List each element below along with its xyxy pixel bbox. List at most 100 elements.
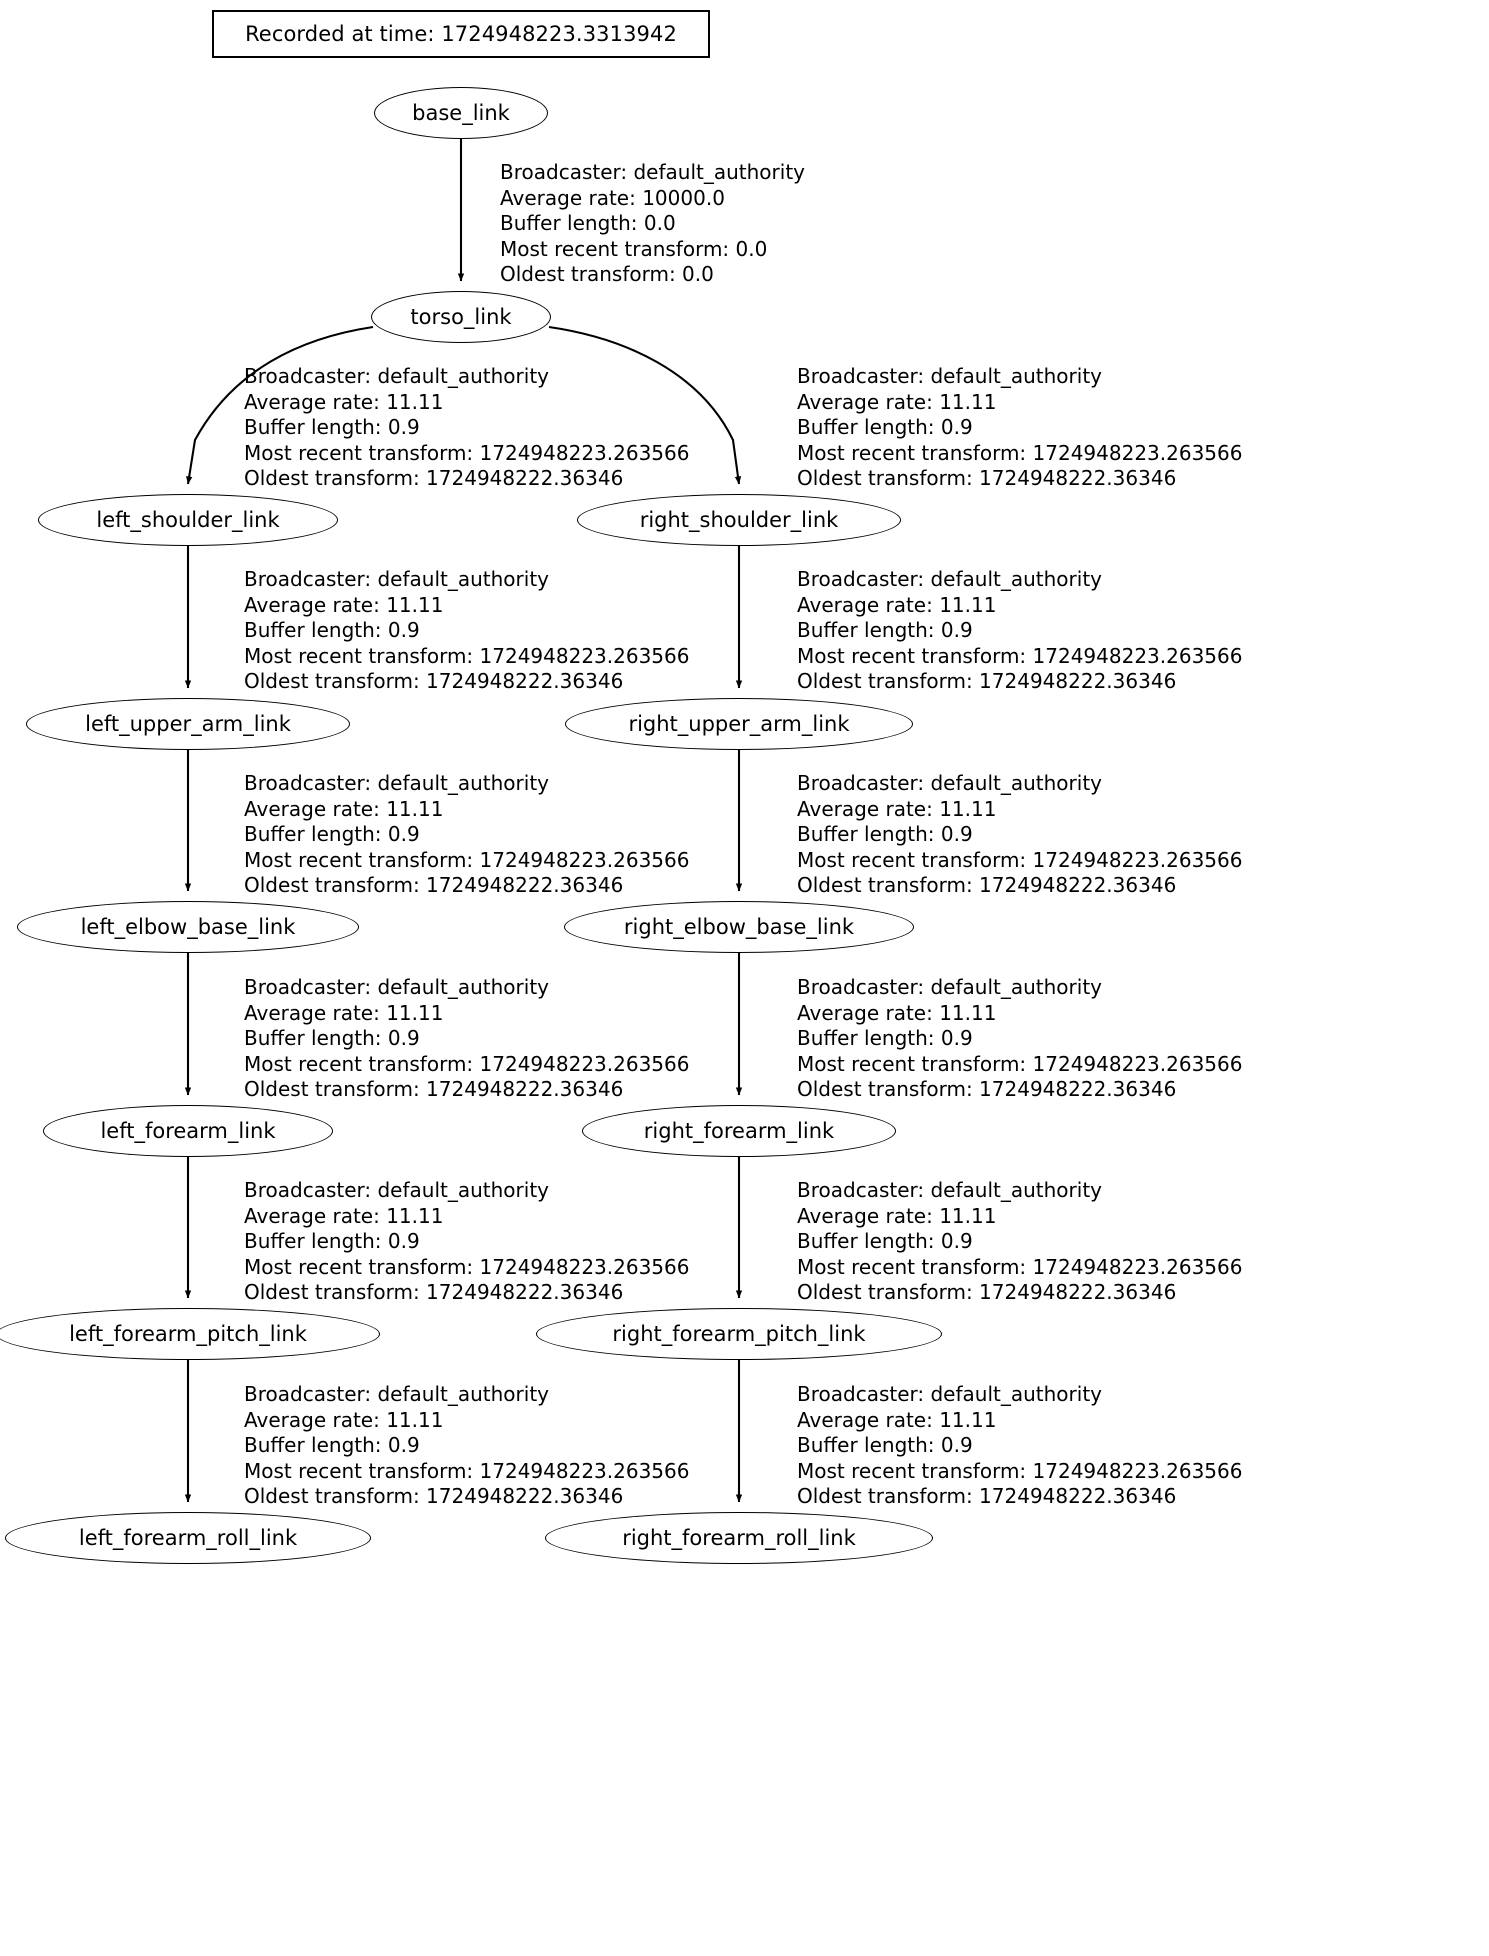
edge-most-recent-transform: Most recent transform: 1724948223.263566 xyxy=(797,643,1243,668)
edge-broadcaster: Broadcaster: default_authority xyxy=(244,771,549,795)
edge-average-rate: Average rate: 11.11 xyxy=(244,796,444,821)
edge-average-rate: Average rate: 11.11 xyxy=(244,592,444,617)
edge-oldest-transform: Oldest transform: 1724948222.36346 xyxy=(244,1077,624,1101)
node-label: right_elbow_base_link xyxy=(623,915,855,939)
edge-broadcaster: Broadcaster: default_authority xyxy=(797,771,1102,795)
node-base_link[interactable]: base_link xyxy=(374,87,548,139)
node-left_elbow_base_link[interactable]: left_elbow_base_link xyxy=(17,901,359,953)
edge-most-recent-transform: Most recent transform: 1724948223.263566 xyxy=(244,440,690,465)
edge-oldest-transform: Oldest transform: 1724948222.36346 xyxy=(797,1077,1177,1101)
edge-most-recent-transform: Most recent transform: 1724948223.263566 xyxy=(797,1051,1243,1076)
edge-most-recent-transform: Most recent transform: 1724948223.263566 xyxy=(797,847,1243,872)
edge-label-left_forearm_link-left_forearm_pitch_link: Broadcaster: default_authority Average r… xyxy=(244,1178,689,1306)
node-right_elbow_base_link[interactable]: right_elbow_base_link xyxy=(564,901,914,953)
edge-broadcaster: Broadcaster: default_authority xyxy=(244,364,549,388)
node-right_forearm_link[interactable]: right_forearm_link xyxy=(582,1105,896,1157)
edge-broadcaster: Broadcaster: default_authority xyxy=(797,567,1102,591)
edge-label-right_elbow_base_link-right_forearm_link: Broadcaster: default_authority Average r… xyxy=(797,975,1242,1103)
edge-most-recent-transform: Most recent transform: 1724948223.263566 xyxy=(797,1458,1243,1483)
edge-buffer-length: Buffer length: 0.9 xyxy=(797,1026,973,1050)
edge-most-recent-transform: Most recent transform: 1724948223.263566 xyxy=(244,1254,690,1279)
node-left_shoulder_link[interactable]: left_shoulder_link xyxy=(38,494,338,546)
edge-label-left_elbow_base_link-left_forearm_link: Broadcaster: default_authority Average r… xyxy=(244,975,689,1103)
edge-most-recent-transform: Most recent transform: 0.0 xyxy=(500,236,768,261)
node-left_forearm_link[interactable]: left_forearm_link xyxy=(43,1105,333,1157)
edge-broadcaster: Broadcaster: default_authority xyxy=(797,1382,1102,1406)
edge-broadcaster: Broadcaster: default_authority xyxy=(797,364,1102,388)
edge-label-left_upper_arm_link-left_elbow_base_link: Broadcaster: default_authority Average r… xyxy=(244,771,689,899)
edge-buffer-length: Buffer length: 0.0 xyxy=(500,211,676,235)
edge-oldest-transform: Oldest transform: 1724948222.36346 xyxy=(797,669,1177,693)
edge-most-recent-transform: Most recent transform: 1724948223.263566 xyxy=(797,440,1243,465)
node-right_upper_arm_link[interactable]: right_upper_arm_link xyxy=(565,698,913,750)
edge-oldest-transform: Oldest transform: 1724948222.36346 xyxy=(244,669,624,693)
edge-oldest-transform: Oldest transform: 1724948222.36346 xyxy=(797,1280,1177,1304)
node-label: left_forearm_pitch_link xyxy=(69,1322,307,1346)
edge-average-rate: Average rate: 11.11 xyxy=(244,389,444,414)
edge-label-torso_link-right_shoulder_link: Broadcaster: default_authority Average r… xyxy=(797,364,1242,492)
edge-broadcaster: Broadcaster: default_authority xyxy=(244,1382,549,1406)
node-label: right_shoulder_link xyxy=(639,508,839,532)
edge-broadcaster: Broadcaster: default_authority xyxy=(244,1178,549,1202)
node-label: left_upper_arm_link xyxy=(85,712,291,736)
edge-label-torso_link-left_shoulder_link: Broadcaster: default_authority Average r… xyxy=(244,364,689,492)
edge-broadcaster: Broadcaster: default_authority xyxy=(244,567,549,591)
edge-average-rate: Average rate: 11.11 xyxy=(797,389,997,414)
edge-label-right_upper_arm_link-right_elbow_base_link: Broadcaster: default_authority Average r… xyxy=(797,771,1242,899)
node-right_forearm_pitch_link[interactable]: right_forearm_pitch_link xyxy=(536,1308,942,1360)
edge-oldest-transform: Oldest transform: 1724948222.36346 xyxy=(244,873,624,897)
recorded-at-time-box: Recorded at time: 1724948223.3313942 xyxy=(212,10,710,58)
edge-average-rate: Average rate: 11.11 xyxy=(797,1203,997,1228)
node-left_forearm_roll_link[interactable]: left_forearm_roll_link xyxy=(5,1512,371,1564)
node-label: torso_link xyxy=(410,305,512,329)
edge-buffer-length: Buffer length: 0.9 xyxy=(797,618,973,642)
node-right_forearm_roll_link[interactable]: right_forearm_roll_link xyxy=(545,1512,933,1564)
edge-average-rate: Average rate: 11.11 xyxy=(797,592,997,617)
edge-oldest-transform: Oldest transform: 1724948222.36346 xyxy=(797,466,1177,490)
edge-oldest-transform: Oldest transform: 1724948222.36346 xyxy=(244,466,624,490)
edge-label-right_shoulder_link-right_upper_arm_link: Broadcaster: default_authority Average r… xyxy=(797,567,1242,695)
edge-buffer-length: Buffer length: 0.9 xyxy=(797,1229,973,1253)
edge-buffer-length: Buffer length: 0.9 xyxy=(797,822,973,846)
edge-average-rate: Average rate: 11.11 xyxy=(797,1407,997,1432)
node-label: base_link xyxy=(412,101,510,125)
edge-most-recent-transform: Most recent transform: 1724948223.263566 xyxy=(244,847,690,872)
edge-most-recent-transform: Most recent transform: 1724948223.263566 xyxy=(244,643,690,668)
edge-average-rate: Average rate: 11.11 xyxy=(797,796,997,821)
edge-average-rate: Average rate: 11.11 xyxy=(244,1407,444,1432)
edge-broadcaster: Broadcaster: default_authority xyxy=(797,1178,1102,1202)
node-right_shoulder_link[interactable]: right_shoulder_link xyxy=(577,494,901,546)
edge-average-rate: Average rate: 10000.0 xyxy=(500,185,725,210)
node-label: left_shoulder_link xyxy=(96,508,280,532)
node-left_upper_arm_link[interactable]: left_upper_arm_link xyxy=(26,698,350,750)
edge-average-rate: Average rate: 11.11 xyxy=(797,1000,997,1025)
edge-label-right_forearm_pitch_link-right_forearm_roll_link: Broadcaster: default_authority Average r… xyxy=(797,1382,1242,1510)
edge-oldest-transform: Oldest transform: 1724948222.36346 xyxy=(797,1484,1177,1508)
edge-buffer-length: Buffer length: 0.9 xyxy=(244,1229,420,1253)
node-left_forearm_pitch_link[interactable]: left_forearm_pitch_link xyxy=(0,1308,380,1360)
edge-most-recent-transform: Most recent transform: 1724948223.263566 xyxy=(244,1051,690,1076)
edge-label-base_link-torso_link: Broadcaster: default_authority Average r… xyxy=(500,160,805,288)
edge-broadcaster: Broadcaster: default_authority xyxy=(244,975,549,999)
edge-buffer-length: Buffer length: 0.9 xyxy=(244,415,420,439)
edge-buffer-length: Buffer length: 0.9 xyxy=(244,1433,420,1457)
edge-buffer-length: Buffer length: 0.9 xyxy=(244,822,420,846)
node-label: right_forearm_link xyxy=(643,1119,835,1143)
edge-broadcaster: Broadcaster: default_authority xyxy=(797,975,1102,999)
edge-oldest-transform: Oldest transform: 1724948222.36346 xyxy=(797,873,1177,897)
edge-average-rate: Average rate: 11.11 xyxy=(244,1000,444,1025)
edge-label-right_forearm_link-right_forearm_pitch_link: Broadcaster: default_authority Average r… xyxy=(797,1178,1242,1306)
edge-average-rate: Average rate: 11.11 xyxy=(244,1203,444,1228)
edge-most-recent-transform: Most recent transform: 1724948223.263566 xyxy=(797,1254,1243,1279)
edge-oldest-transform: Oldest transform: 1724948222.36346 xyxy=(244,1484,624,1508)
node-label: right_forearm_pitch_link xyxy=(612,1322,866,1346)
node-label: right_upper_arm_link xyxy=(628,712,850,736)
edge-buffer-length: Buffer length: 0.9 xyxy=(244,618,420,642)
edge-buffer-length: Buffer length: 0.9 xyxy=(797,1433,973,1457)
edge-buffer-length: Buffer length: 0.9 xyxy=(244,1026,420,1050)
edge-buffer-length: Buffer length: 0.9 xyxy=(797,415,973,439)
node-torso_link[interactable]: torso_link xyxy=(371,291,551,343)
edge-oldest-transform: Oldest transform: 0.0 xyxy=(500,262,714,286)
